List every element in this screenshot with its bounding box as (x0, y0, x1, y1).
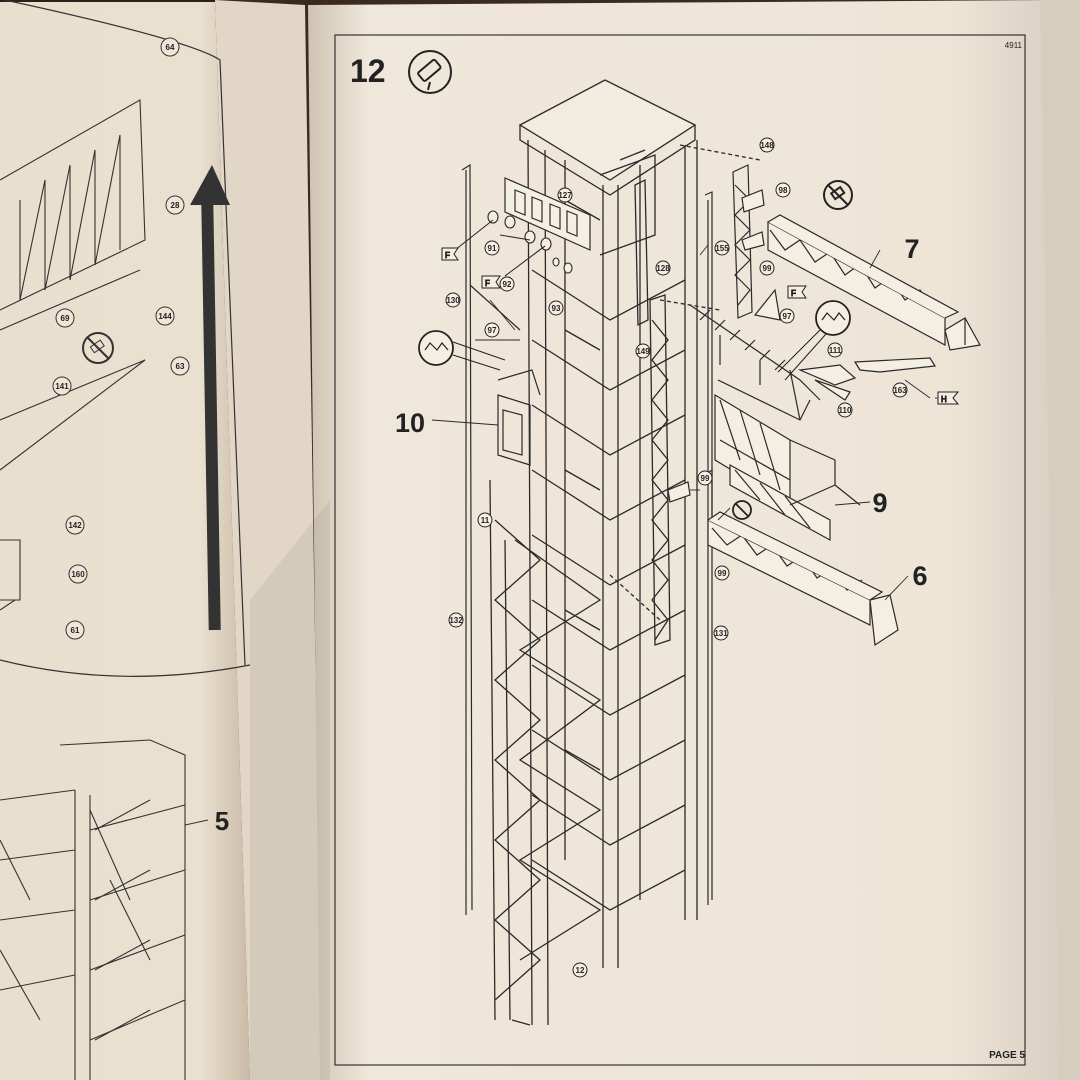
part-label: 127 (557, 187, 573, 203)
callout-10: 10 (395, 408, 425, 438)
svg-text:91: 91 (488, 244, 497, 253)
callout-6: 6 (912, 561, 927, 591)
decal-flag-h: H (937, 391, 960, 405)
svg-text:93: 93 (552, 304, 561, 313)
small-parts (667, 288, 937, 515)
part-label: 12 (572, 962, 588, 978)
glue-tube-icon (408, 50, 452, 94)
part-label: 132 (448, 612, 464, 628)
part-label: 160 (71, 570, 85, 579)
part-label: 61 (71, 626, 80, 635)
svg-text:F: F (445, 251, 450, 260)
callout-7: 7 (904, 234, 919, 264)
part-label: 28 (171, 201, 180, 210)
part-label: 142 (68, 521, 82, 530)
svg-text:99: 99 (763, 264, 772, 273)
svg-text:F: F (791, 289, 796, 298)
part-label: 97 (779, 308, 795, 324)
part-label: 63 (176, 362, 185, 371)
svg-text:97: 97 (783, 312, 792, 321)
svg-text:99: 99 (701, 474, 710, 483)
part-label: 69 (61, 314, 70, 323)
left-step-number: 5 (215, 806, 229, 836)
side-rods (461, 163, 713, 915)
decal-flag-f: F (787, 285, 807, 299)
svg-text:128: 128 (656, 264, 670, 273)
sheet-code: 4911 (1005, 41, 1023, 50)
left-part-labels: 64 28 69 144 63 141 142 160 61 (52, 37, 190, 640)
svg-text:H: H (941, 395, 947, 404)
part-label: 98 (775, 182, 791, 198)
part-label: 128 (655, 260, 671, 276)
svg-text:11: 11 (481, 516, 490, 525)
part-label: 64 (166, 43, 175, 52)
mast-148 (732, 164, 765, 319)
part-label: 155 (714, 240, 730, 256)
part-label: 92 (499, 276, 515, 292)
part-label: 110 (837, 402, 853, 418)
window-panel-127 (504, 177, 591, 251)
part-label: 97 (484, 322, 500, 338)
callout-9: 9 (872, 488, 887, 518)
svg-text:131: 131 (714, 629, 728, 638)
svg-text:98: 98 (779, 186, 788, 195)
part-label: 93 (548, 300, 564, 316)
part-label: 148 (759, 137, 775, 153)
part-label: 163 (892, 382, 908, 398)
page-shadow (250, 500, 330, 1080)
part-label: 111 (827, 342, 843, 358)
svg-text:92: 92 (503, 280, 512, 289)
left-page: 64 28 69 144 63 141 142 160 61 5 (0, 0, 322, 1080)
no-glue-icon (82, 332, 114, 364)
svg-text:110: 110 (839, 406, 852, 415)
part-labels: 148 98 127 91 92 93 155 128 99 130 97 97… (445, 137, 908, 978)
page-footer: PAGE 5 (989, 1050, 1025, 1061)
no-glue-icon (732, 500, 752, 520)
svg-text:132: 132 (449, 616, 463, 625)
right-page (308, 0, 1080, 1080)
part-label: 131 (713, 625, 729, 641)
svg-text:127: 127 (558, 191, 572, 200)
part-label: 130 (445, 292, 461, 308)
leader-lines (431, 244, 945, 601)
part-label: 11 (477, 512, 493, 528)
disc-parts (454, 210, 573, 277)
part-label: 91 (484, 240, 500, 256)
up-arrow-icon (190, 165, 230, 631)
part-label: 141 (55, 382, 69, 391)
left-tower-drawing (0, 739, 186, 1080)
svg-text:F: F (485, 279, 490, 288)
step-number: 12 (350, 53, 386, 89)
magnifier-detail-icon (777, 300, 851, 381)
boom-7 (767, 214, 981, 351)
part-label: 99 (697, 470, 713, 486)
part-label: 99 (714, 565, 730, 581)
svg-text:149: 149 (636, 347, 650, 356)
magnifier-detail-icon (418, 330, 506, 371)
no-glue-icon (823, 180, 853, 210)
svg-text:97: 97 (488, 326, 497, 335)
left-truss-drawing (0, 99, 146, 611)
svg-text:12: 12 (576, 966, 585, 975)
part-label: 149 (635, 343, 651, 359)
svg-text:111: 111 (829, 346, 842, 355)
decal-flag-f: F (481, 275, 501, 289)
part-label: 99 (759, 260, 775, 276)
truss-9 (689, 304, 861, 542)
decal-flag-f: F (441, 247, 459, 261)
svg-text:99: 99 (718, 569, 727, 578)
svg-text:130: 130 (446, 296, 460, 305)
tower-drawing (489, 79, 761, 1026)
svg-text:148: 148 (760, 141, 774, 150)
part-label: 144 (158, 312, 172, 321)
svg-text:163: 163 (893, 386, 907, 395)
boom-6 (707, 511, 899, 647)
svg-text:155: 155 (715, 244, 729, 253)
